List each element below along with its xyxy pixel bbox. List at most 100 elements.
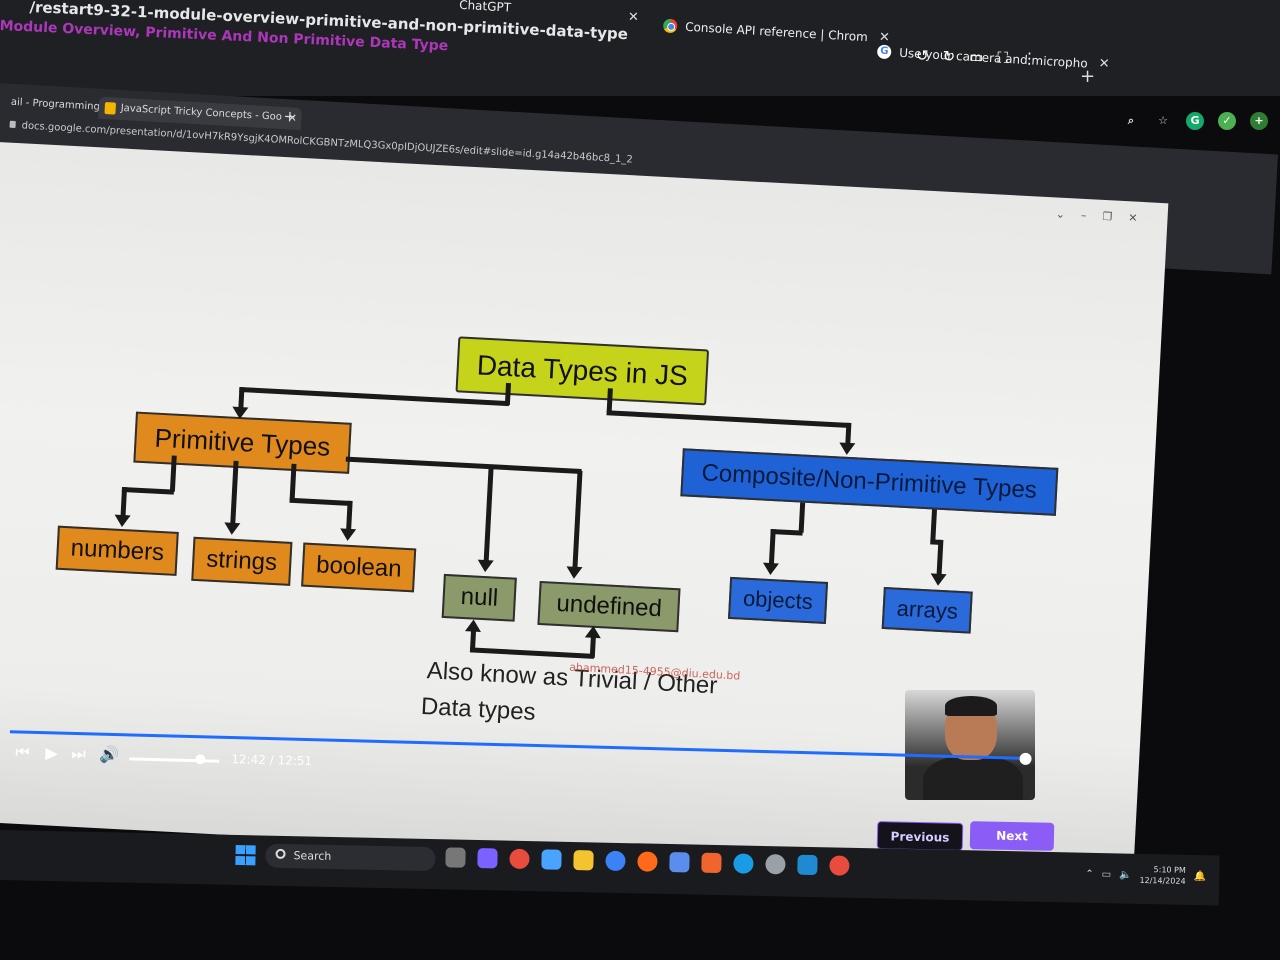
video-time: 12:42 / 12:51 — [231, 752, 313, 769]
node-boolean: boolean — [301, 542, 417, 593]
connector — [504, 382, 512, 406]
arrow-up-icon — [584, 625, 602, 639]
node-composite: Composite/Non-Primitive Types — [680, 448, 1059, 516]
tab-label: ail - Programming H — [10, 96, 111, 114]
node-numbers: numbers — [55, 525, 180, 576]
volume-slider[interactable] — [129, 757, 220, 763]
calendar-icon[interactable] — [669, 852, 690, 873]
connector — [845, 422, 852, 446]
presenter-webcam — [905, 690, 1035, 800]
next-button[interactable]: Next — [969, 821, 1055, 851]
trivial-note-line2: Data types — [420, 692, 537, 726]
task-view-icon[interactable] — [445, 847, 466, 868]
forward-icon[interactable]: ↻ — [942, 47, 956, 66]
close-icon[interactable]: ✕ — [628, 10, 639, 25]
chrome-icon[interactable] — [509, 848, 530, 870]
taskbar-apps — [445, 847, 850, 876]
previous-icon[interactable]: ⏮ — [15, 742, 31, 762]
star-icon[interactable]: ☆ — [1158, 114, 1168, 127]
connector — [589, 635, 596, 658]
google-icon — [876, 44, 892, 60]
arrow-down-icon — [477, 559, 494, 573]
system-tray: ⌃ ▭ 🔈 5:10 PM 12/14/2024 🔔 — [1085, 863, 1206, 888]
tab-label: ChatGPT — [458, 0, 512, 15]
edge-icon[interactable] — [733, 853, 754, 874]
windows-start-icon[interactable] — [235, 844, 256, 866]
connector — [798, 502, 806, 533]
clock[interactable]: 5:10 PM 12/14/2024 — [1139, 864, 1186, 887]
volume-knob[interactable] — [195, 754, 206, 765]
arrow-down-icon — [930, 573, 947, 587]
firefox-icon[interactable] — [637, 851, 658, 872]
new-tab-icon[interactable]: + — [283, 107, 297, 126]
video-right-controls: ↺ ↻ ▭ ⛶ ⋮ — [916, 46, 1037, 67]
chevron-down-icon[interactable]: ⌄ — [1055, 207, 1066, 221]
network-icon[interactable]: ▭ — [1101, 868, 1112, 880]
connector — [289, 497, 352, 506]
outer-browser-chrome: /restart9-32-1-module-overview-primitive… — [0, 0, 1280, 96]
copilot-icon[interactable] — [477, 848, 498, 869]
taskbar-search[interactable]: Search — [265, 843, 436, 872]
clock-date: 12/14/2024 — [1139, 875, 1186, 886]
arrow-down-icon — [223, 522, 241, 536]
previous-button[interactable]: Previous — [876, 821, 964, 851]
arrow-down-icon — [762, 562, 779, 576]
restore-icon[interactable]: ❐ — [1102, 209, 1113, 224]
rewind-icon[interactable]: ↺ — [915, 46, 929, 65]
node-undefined: undefined — [537, 580, 681, 633]
connector — [768, 528, 776, 566]
arrow-down-icon — [231, 406, 249, 420]
arrow-down-icon — [339, 528, 357, 542]
settings-icon[interactable] — [765, 854, 786, 875]
theater-mode-icon[interactable]: ▭ — [968, 47, 984, 67]
globe-icon[interactable] — [605, 850, 626, 872]
xampp-icon[interactable] — [701, 852, 722, 874]
node-objects: objects — [727, 576, 828, 624]
notification-icon[interactable]: 🔔 — [1193, 870, 1207, 882]
arrow-down-icon — [838, 442, 856, 456]
zoom-icon[interactable]: ⌕ — [1127, 114, 1135, 127]
next-icon[interactable]: ⏭ — [71, 743, 87, 764]
arrow-down-icon — [565, 566, 583, 580]
connector — [606, 388, 613, 413]
volume-tray-icon[interactable]: 🔈 — [1119, 868, 1132, 881]
connector — [238, 386, 245, 410]
connector — [289, 463, 297, 501]
connector — [169, 455, 177, 492]
tab-js-tricky-concepts[interactable]: JavaScript Tricky Concepts - Goo ✕ — [98, 96, 303, 131]
tab-console-api[interactable]: Console API reference | Chrom ✕ — [655, 12, 895, 52]
volume-icon[interactable]: 🔊 — [99, 744, 120, 765]
extension-icon[interactable]: ✓ — [1218, 112, 1236, 130]
tab-label: Console API reference | Chrom — [684, 19, 869, 45]
chrome-dev-icon[interactable] — [541, 849, 562, 870]
play-icon[interactable]: ▶ — [45, 743, 58, 763]
connector — [345, 456, 582, 474]
extension-toolbar: ⌕ ☆ G ✓ + — [1122, 112, 1268, 130]
plus-extension-icon[interactable]: + — [1250, 112, 1268, 130]
file-explorer-icon[interactable] — [573, 850, 594, 871]
connector — [483, 466, 494, 563]
connector — [230, 460, 239, 525]
vscode-icon[interactable] — [797, 854, 818, 876]
fullscreen-icon[interactable]: ⛶ — [997, 48, 1009, 67]
connector — [469, 647, 594, 659]
search-icon — [275, 848, 286, 859]
connector — [120, 486, 128, 518]
connector — [606, 410, 851, 428]
grammarly-icon[interactable]: G — [1186, 112, 1204, 130]
connector — [930, 509, 937, 542]
node-strings: strings — [191, 536, 293, 586]
close-icon[interactable]: ✕ — [1127, 211, 1138, 225]
new-tab-icon[interactable]: + — [1080, 66, 1096, 87]
progress-scrubber[interactable] — [1019, 752, 1032, 766]
more-options-icon[interactable]: ⋮ — [1021, 49, 1038, 68]
minimize-icon[interactable]: – — [1080, 208, 1087, 223]
tab-label: JavaScript Tricky Concepts - Goo — [120, 102, 283, 123]
connector — [121, 486, 174, 495]
node-root: Data Types in JS — [455, 336, 710, 406]
connector — [346, 500, 353, 532]
node-primitive: Primitive Types — [133, 411, 352, 474]
chevron-up-icon[interactable]: ⌃ — [1085, 868, 1094, 880]
close-icon[interactable]: ✕ — [1098, 56, 1111, 72]
chrome-canary-icon[interactable] — [829, 855, 850, 876]
